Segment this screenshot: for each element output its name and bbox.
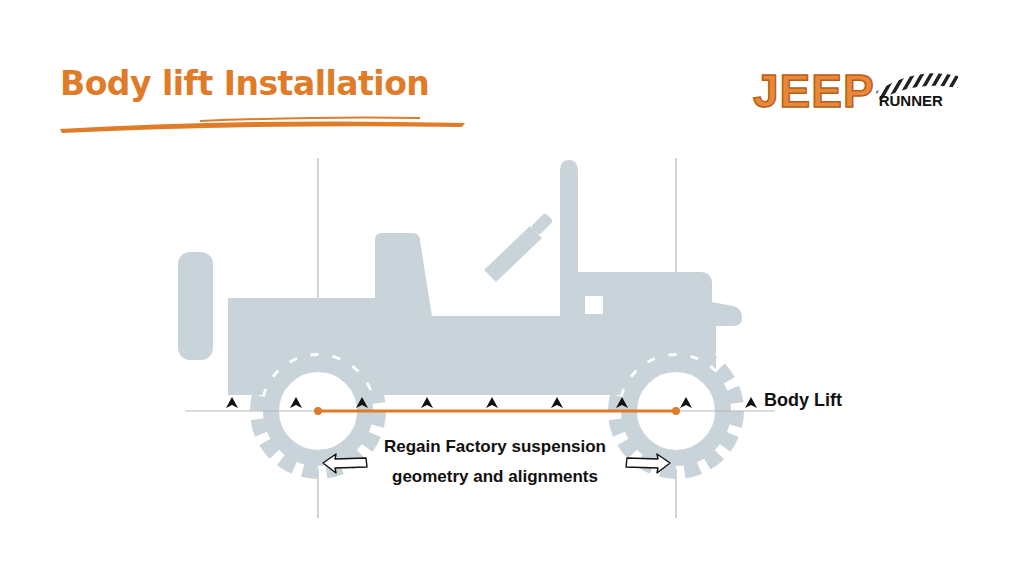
title-underline [200,117,420,121]
body-lift-marker [226,397,757,408]
note-text: Regain Factory suspension geometry and a… [370,432,620,492]
body-lift-label: Body Lift [764,390,842,411]
ground-line [185,410,775,411]
logo-text: JEEP [753,64,875,118]
wheelbase-dot [314,407,322,415]
wheelbase-line [318,410,676,413]
diagram-title: Body lift Installation [60,64,429,103]
title-underline [60,121,465,133]
jeep-window [585,296,603,314]
logo-text: RUNNER [879,92,943,109]
wheelbase-dot [672,407,680,415]
spare-tire [178,252,213,360]
